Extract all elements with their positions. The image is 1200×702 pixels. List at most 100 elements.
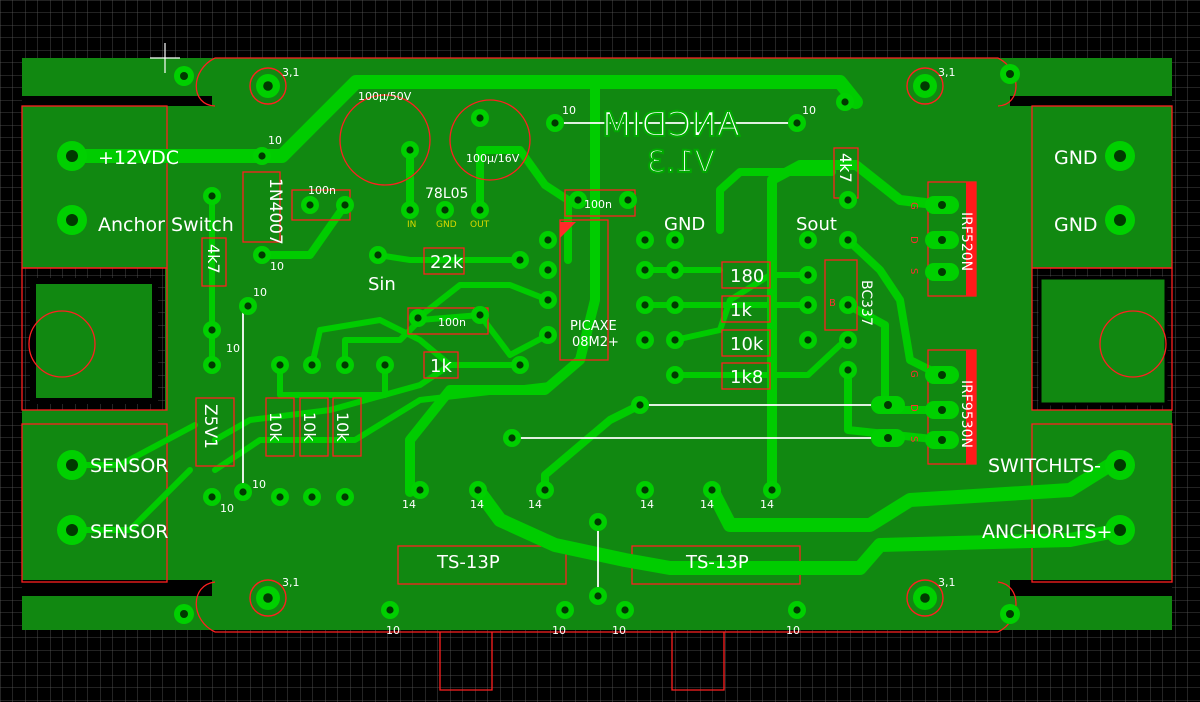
component-pad <box>799 266 817 284</box>
label-ts13p-right: TS-13P <box>685 552 749 573</box>
label-r180: 180 <box>730 266 764 287</box>
cap-100u50v-outline <box>339 94 431 186</box>
component-pad <box>788 114 806 132</box>
pad-size-label: 10 <box>612 624 626 637</box>
board-name-mirrored: ANCDIM V1.3 <box>601 104 741 181</box>
connector-labels: +12VDC Anchor Switch SENSOR SENSOR GND G… <box>90 147 1112 543</box>
label-r1k8: 1k8 <box>730 367 763 388</box>
component-pad <box>376 356 394 374</box>
pad-size-label: 10 <box>270 260 284 273</box>
mounting-hole <box>249 579 287 617</box>
component-pad <box>839 191 857 209</box>
pin-s-n: S <box>908 268 919 274</box>
component-pad <box>556 601 574 619</box>
terminal-pad <box>57 515 87 545</box>
component-pad <box>381 601 399 619</box>
component-pad <box>471 306 489 324</box>
label-cap-100n-a: 100n <box>308 184 336 197</box>
component-pad <box>799 296 817 314</box>
pad-size-label: 14 <box>640 498 654 511</box>
component-pad <box>203 356 221 374</box>
component-pad <box>616 601 634 619</box>
label-cap-100n-b: 100n <box>438 316 466 329</box>
pin-g-p: G <box>908 370 919 378</box>
component-pad <box>763 481 781 499</box>
r180-outline <box>721 261 771 289</box>
terminal-pad <box>57 205 87 235</box>
component-pad <box>539 291 557 309</box>
component-pad <box>303 356 321 374</box>
pad-size-label: 14 <box>528 498 542 511</box>
mounting-hole <box>906 579 944 617</box>
component-pad <box>303 488 321 506</box>
label-mcu-1: PICAXE <box>570 319 617 334</box>
pad-size-label: 10 <box>268 134 282 147</box>
component-pad <box>436 201 454 219</box>
pad-size-label: 14 <box>402 498 416 511</box>
pad-size-label: 3,1 <box>282 576 300 589</box>
label-zener: Z5V1 <box>200 404 220 449</box>
component-pad <box>411 481 429 499</box>
component-pad <box>636 331 654 349</box>
component-pad <box>253 147 271 165</box>
pad-size-label: 10 <box>226 342 240 355</box>
pad-size-label: 14 <box>470 498 484 511</box>
corner-via <box>1000 604 1020 624</box>
component-pad <box>666 231 684 249</box>
label-r4k7-left: 4k7 <box>204 244 223 274</box>
board-version-text: V1.3 <box>647 145 715 180</box>
component-pad <box>336 488 354 506</box>
pin-s-p: S <box>908 436 919 442</box>
label-cap-100u16v: 100µ/16V <box>466 152 520 165</box>
label-r10k-b: 10k <box>300 412 319 442</box>
label-cap-100n-c: 100n <box>584 198 612 211</box>
label-r10k-a: 10k <box>266 412 285 442</box>
component-pad <box>589 587 607 605</box>
pad-size-label: 10 <box>253 286 267 299</box>
label-mcu-2: 08M2+ <box>572 335 619 350</box>
component-pad <box>799 331 817 349</box>
pad-size-label: 10 <box>252 478 266 491</box>
component-pad <box>839 361 857 379</box>
label-mosfet-n: IRF520N <box>958 212 974 271</box>
pad-size-label: 3,1 <box>938 66 956 79</box>
component-pad <box>636 261 654 279</box>
component-pad <box>636 481 654 499</box>
bc337-outline <box>824 259 858 331</box>
component-pad <box>469 481 487 499</box>
pad-size-label: 14 <box>700 498 714 511</box>
r1k-right-outline <box>721 295 771 323</box>
pad-size-label: 10 <box>562 104 576 117</box>
component-pad <box>471 201 489 219</box>
label-reg-gnd: GND <box>436 220 457 230</box>
corner-via <box>1000 64 1020 84</box>
label-mosfet-p: IRF9530N <box>958 380 974 448</box>
copper-traces <box>65 75 1127 575</box>
board-outline <box>21 57 1173 691</box>
label-r10k-c: 10k <box>333 412 352 442</box>
component-pad <box>546 114 564 132</box>
component-pad <box>636 231 654 249</box>
pin-g-n: G <box>908 202 919 210</box>
pad-size-label: 10 <box>786 624 800 637</box>
mosfet-tabs <box>966 182 976 464</box>
mosfet-pad <box>925 263 959 281</box>
pin-d-p: D <box>908 404 919 412</box>
label-gnd-2: GND <box>1054 214 1098 236</box>
component-pad <box>839 296 857 314</box>
label-ts13p-left: TS-13P <box>436 552 500 573</box>
component-pad <box>203 321 221 339</box>
component-pad <box>409 309 427 327</box>
label-transistor: BC337 <box>858 280 874 326</box>
diode-outline <box>242 171 281 243</box>
component-pad <box>336 356 354 374</box>
component-pad <box>369 246 387 264</box>
label-anchor-switch: Anchor Switch <box>98 214 234 236</box>
label-r1k-right: 1k <box>730 300 752 321</box>
mosfet-pad <box>925 401 959 419</box>
component-pad <box>666 261 684 279</box>
component-pad <box>839 231 857 249</box>
label-reg-out: OUT <box>470 220 490 230</box>
component-pad <box>703 481 721 499</box>
component-pad <box>539 326 557 344</box>
